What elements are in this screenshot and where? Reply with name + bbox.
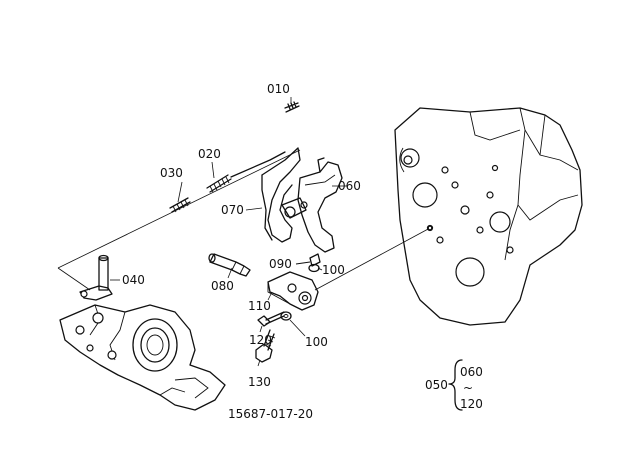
housing-hole <box>489 211 511 233</box>
label-010: 010 <box>267 82 290 96</box>
legend-range-sep: ~ <box>463 381 473 395</box>
guide-line <box>57 267 91 291</box>
part-080-pin <box>208 253 251 279</box>
part-130-bolt <box>255 329 276 367</box>
label-030: 030 <box>160 166 183 180</box>
label-100-lower: 100 <box>305 335 328 349</box>
part-040-shaft <box>79 254 120 301</box>
part-090-bolt <box>295 253 321 267</box>
housing-hole <box>412 182 438 208</box>
part-120-bolt <box>257 311 285 333</box>
label-090: 090 <box>269 257 292 271</box>
label-070: 070 <box>221 203 244 217</box>
label-110: 110 <box>248 299 271 313</box>
housing-hole <box>455 257 485 287</box>
legend-range-to: 120 <box>460 397 483 411</box>
legend-set-label: 050 <box>425 378 448 392</box>
gear-housing <box>59 304 226 411</box>
label-120: 120 <box>249 333 272 347</box>
part-010-spring <box>284 97 300 113</box>
label-040: 040 <box>122 273 145 287</box>
part-020-spring <box>206 151 286 193</box>
part-030-spring <box>169 181 191 213</box>
legend-range-from: 060 <box>460 365 483 379</box>
label-060: 060 <box>338 179 361 193</box>
guide-line <box>314 227 431 291</box>
part-110-bracket <box>267 271 319 311</box>
engine-housing <box>394 107 583 326</box>
label-020: 020 <box>198 147 221 161</box>
label-130: 130 <box>248 375 271 389</box>
part-060-lever <box>281 157 348 253</box>
set-legend: 050 060 ~ 120 <box>425 359 483 411</box>
label-100-upper: 100 <box>322 263 345 277</box>
part-070-lever <box>245 147 301 243</box>
part-100-washer-lower <box>280 311 306 337</box>
label-080: 080 <box>211 279 234 293</box>
drawing-number: 15687-017-20 <box>228 407 313 421</box>
part-100-washer-upper <box>308 263 323 273</box>
